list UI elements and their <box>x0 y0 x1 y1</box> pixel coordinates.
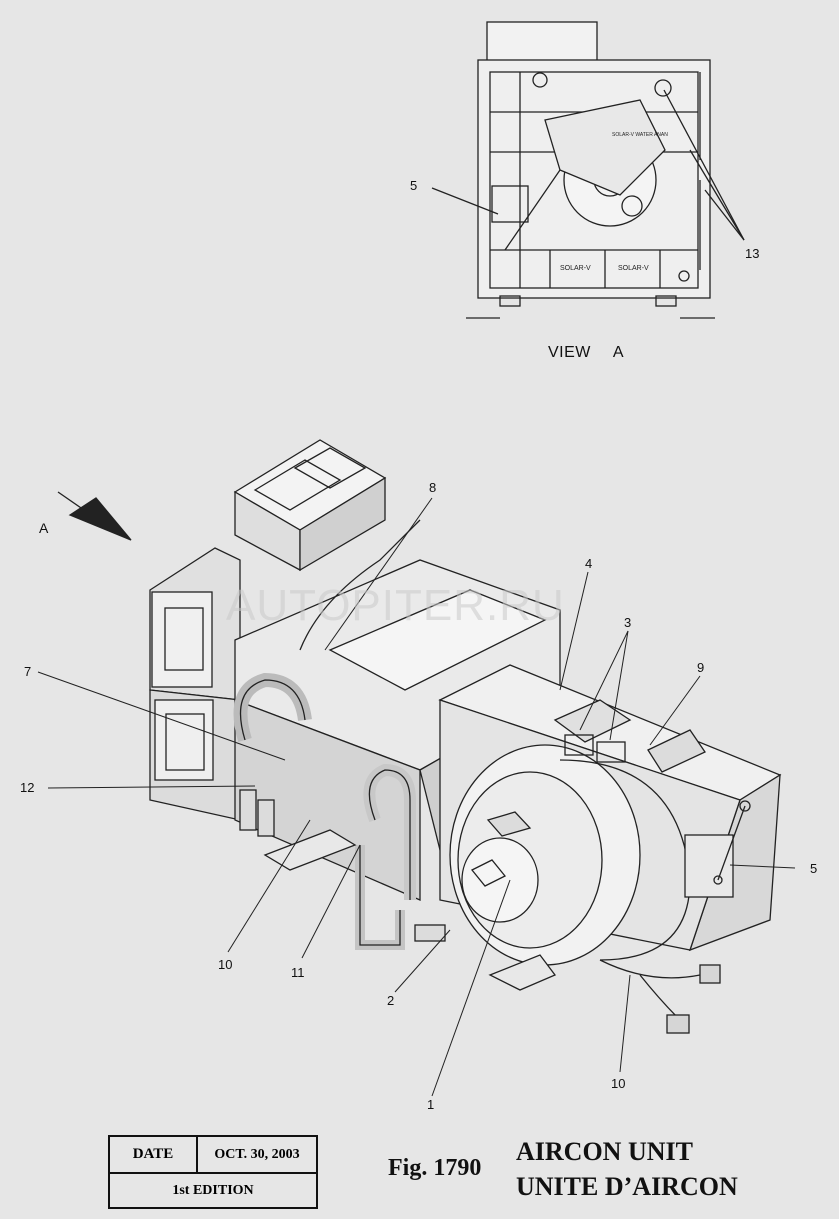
figure-title-en: AIRCON UNIT <box>516 1137 693 1166</box>
watermark: AUTOPITER.RU <box>226 581 565 630</box>
date-label: DATE <box>110 1137 198 1172</box>
title-block: DATE OCT. 30, 2003 1st EDITION <box>108 1135 318 1209</box>
callout-5-main: 5 <box>810 861 818 876</box>
figure-title-fr: UNITE D’AIRCON <box>516 1172 738 1201</box>
callout-6: 10 <box>218 957 233 972</box>
callout-11: 11 <box>291 965 305 980</box>
callout-9: 8 <box>429 480 437 495</box>
callout-12: 12 <box>20 780 35 795</box>
callout-10: 10 <box>611 1076 626 1091</box>
callout-8: 7 <box>24 664 32 679</box>
callout-4: 4 <box>585 556 593 571</box>
view-a-label: VIEW A <box>548 344 624 362</box>
view-letter: A <box>612 344 625 361</box>
view-a-drawing: SOLAR-V SOLAR-V SOLAR-V WATER ANAN <box>466 21 715 319</box>
figure-number: Fig. 1790 <box>388 1155 482 1181</box>
aircon-unit-body <box>149 439 782 1034</box>
view-panel-text-left: SOLAR-V <box>560 265 591 272</box>
view-direction-arrow <box>57 491 132 541</box>
edition: 1st EDITION <box>172 1182 254 1198</box>
callout-2: 2 <box>387 993 395 1008</box>
callout-7: 9 <box>697 660 705 675</box>
date-value: OCT. 30, 2003 <box>214 1146 300 1162</box>
callout-5-top: 5 <box>410 178 418 193</box>
view-panel-text-right: SOLAR-V <box>618 265 649 272</box>
arrow-a-label: A <box>39 520 49 536</box>
callout-13: 13 <box>745 246 760 261</box>
callout-1: 1 <box>427 1097 435 1112</box>
callout-3: 3 <box>624 615 632 630</box>
view-panel-text-sensor: SOLAR-V WATER ANAN <box>612 132 668 138</box>
view-word: VIEW <box>548 344 591 361</box>
